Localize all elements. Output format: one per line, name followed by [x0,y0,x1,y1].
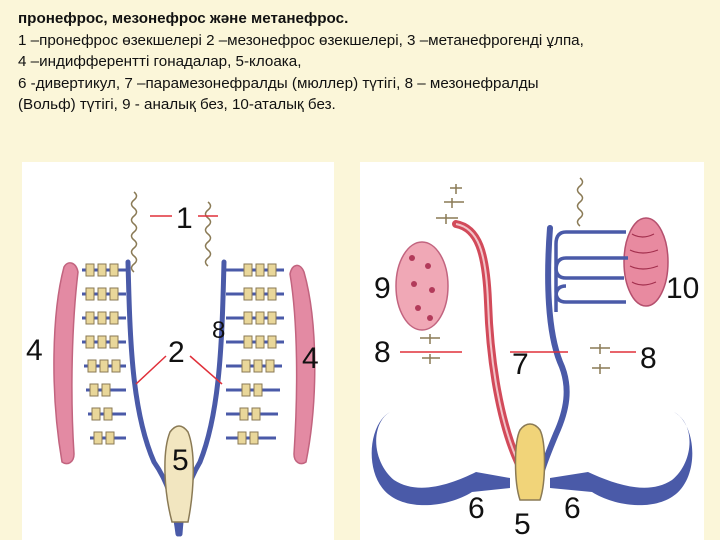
label-8-left: 8 [374,336,391,369]
figure-caption: пронефрос, мезонефрос және метанефрос. 1… [18,8,708,116]
caption-line-4: (Вольф) түтігі, 9 - аналық без, 10-аталы… [18,96,336,113]
cloaca [164,425,194,523]
degenerating-tubules [420,177,610,374]
label-5: 5 [514,508,531,540]
label-8-right: 8 [640,342,657,375]
label-6-right: 6 [564,492,581,525]
testis [623,217,669,307]
label-5: 5 [172,444,189,477]
caption-title: пронефрос, мезонефрос және метанефрос. [18,10,349,27]
label-9: 9 [374,272,391,305]
left-diagram-panel: 1 2 4 4 5 8 [22,162,334,540]
metanephrogenic-tissue-right [550,412,693,506]
ovary [395,241,449,331]
right-diagram-panel: 9 10 8 7 8 3 3 6 5 6 [360,162,704,540]
pointer-lines [135,215,223,385]
label-1: 1 [176,202,193,235]
caption-line-3: 6 -дивертикул, 7 –парамезонефралды (мюлл… [18,74,539,92]
right-mesonephric-tubules [226,263,284,445]
label-7: 7 [512,348,529,381]
efferent-tubules [554,230,628,312]
label-10: 10 [666,272,699,305]
caption-line-2: 4 –индифферентті гонадалар, 5-клоака, [18,53,302,70]
caption-line-1: 1 –пронефрос өзекшелері 2 –мезонефрос өз… [18,31,584,49]
cloaca [514,423,546,501]
left-mesonephric-tubules [82,263,126,445]
label-3-left: 3 [394,438,411,471]
left-diagram: 1 2 4 4 5 8 [26,191,319,537]
pronephric-tubules [130,191,212,273]
label-2: 2 [168,336,185,369]
metanephrogenic-tissue-left [371,412,510,506]
label-8: 8 [212,317,225,344]
label-4-left: 4 [26,334,43,367]
right-diagram: 9 10 8 7 8 3 3 6 5 6 [371,177,699,540]
right-gonad [289,264,316,465]
label-4-right: 4 [302,342,319,375]
left-gonad [53,262,79,465]
label-6-left: 6 [468,492,485,525]
label-3-right: 3 [626,438,643,471]
mesonephric-duct [533,225,570,495]
